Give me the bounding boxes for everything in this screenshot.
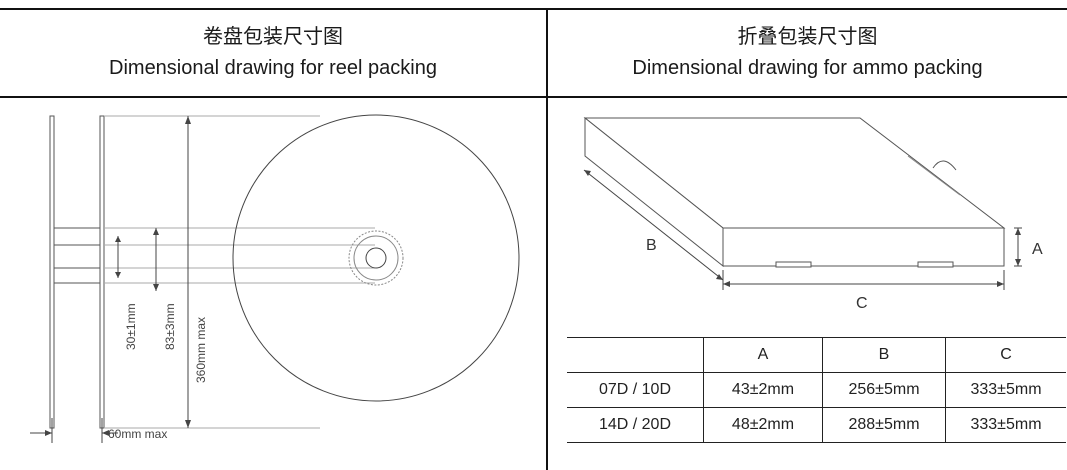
- row-b: 256±5mm: [822, 372, 946, 408]
- row-c: 333±5mm: [945, 407, 1066, 443]
- ammo-title-cn: 折叠包装尺寸图: [737, 24, 878, 48]
- header-divider: [0, 96, 1067, 98]
- header-c: C: [945, 337, 1066, 373]
- ammo-title-en: Dimensional drawing for ammo packing: [632, 57, 983, 79]
- reel-drawing: 360mm max 83±3mm 30±1mm 60mm max: [30, 114, 520, 443]
- label-b: B: [646, 237, 657, 254]
- dim-outer-label: 360mm max: [194, 317, 208, 383]
- ammo-spec-table: A B C 07D / 10D 43±2mm 256±5mm 333±5mm 1…: [567, 337, 1066, 443]
- reel-bore: [365, 247, 387, 269]
- table-header-row: A B C: [567, 337, 1066, 373]
- reel-hub: [348, 230, 404, 286]
- row-a: 43±2mm: [703, 372, 823, 408]
- header-b: B: [822, 337, 946, 373]
- ammo-box-drawing: B C A: [583, 116, 1043, 312]
- row-a: 48±2mm: [703, 407, 823, 443]
- row-c: 333±5mm: [945, 372, 1066, 408]
- row-model: 14D / 20D: [567, 407, 704, 443]
- dim-width-label: 60mm max: [108, 427, 167, 441]
- reel-title-cn: 卷盘包装尺寸图: [203, 24, 343, 48]
- dim-bore-label: 30±1mm: [124, 303, 138, 350]
- label-c: C: [856, 295, 868, 312]
- reel-disc: [232, 114, 520, 402]
- left-flange: [49, 115, 55, 429]
- row-b: 288±5mm: [822, 407, 946, 443]
- box-front-face: [722, 227, 1005, 267]
- column-divider: [546, 8, 548, 470]
- row-model: 07D / 10D: [567, 372, 704, 408]
- top-border: [0, 8, 1067, 10]
- right-flange: [99, 115, 105, 429]
- label-a: A: [1032, 241, 1043, 258]
- dim-hub-label: 83±3mm: [163, 303, 177, 350]
- header-blank: [567, 337, 704, 373]
- reel-title-en: Dimensional drawing for reel packing: [109, 57, 437, 79]
- table-row: 14D / 20D 48±2mm 288±5mm 333±5mm: [567, 407, 1066, 443]
- header-a: A: [703, 337, 823, 373]
- table-row: 07D / 10D 43±2mm 256±5mm 333±5mm: [567, 372, 1066, 408]
